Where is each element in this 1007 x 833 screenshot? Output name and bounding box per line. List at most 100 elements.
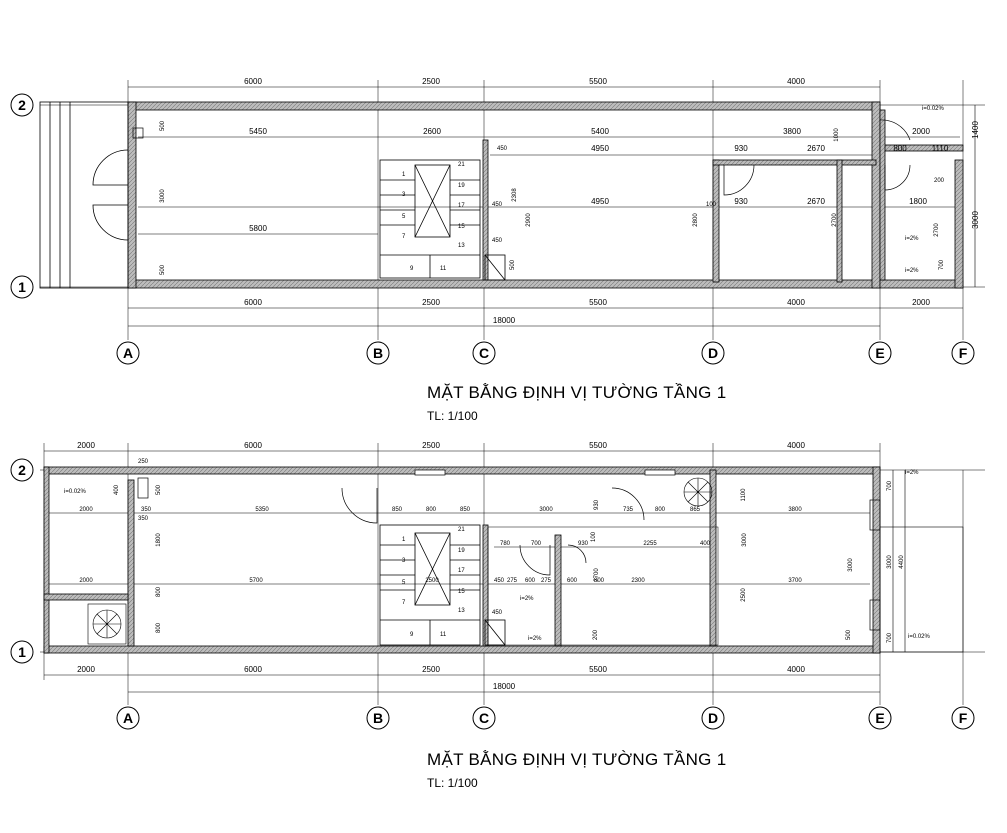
axis-label-f: F xyxy=(959,345,968,361)
dim-text: 700 xyxy=(887,480,893,491)
dim-text: 5800 xyxy=(249,224,267,233)
dim-text: 4000 xyxy=(787,441,805,450)
dim-text: 2308 xyxy=(512,188,518,202)
dim-text: 3000 xyxy=(539,507,553,513)
dim-text: 250 xyxy=(138,459,149,465)
dim-text: 2700 xyxy=(934,223,940,237)
plan2-stair xyxy=(379,524,719,646)
plan-1-scale: TL: 1/100 xyxy=(427,409,478,423)
dim-text: 3000 xyxy=(742,533,748,547)
stair-number: 19 xyxy=(458,548,465,554)
dim-text: 1400 xyxy=(971,121,980,139)
slope-label: i=2% xyxy=(528,636,542,642)
axis-label-e: E xyxy=(875,345,884,361)
dim-text: 3000 xyxy=(848,558,854,572)
stair-number: 1 xyxy=(402,172,406,178)
plan-2: A B C D E F 2 1 2000 6000 2500 5500 4000… xyxy=(10,441,985,730)
dim-text: 930 xyxy=(578,541,589,547)
dim-text: 2670 xyxy=(807,197,825,206)
dim-text: 2900 xyxy=(526,213,532,227)
dim-text: 4950 xyxy=(591,144,609,153)
stair-number: 13 xyxy=(458,243,465,249)
dim-text: 735 xyxy=(623,507,634,513)
plan1-dimension-lines xyxy=(128,86,976,327)
stair-number: 7 xyxy=(402,234,406,240)
plan2-terrace xyxy=(879,526,964,653)
stair-number: 11 xyxy=(440,266,447,272)
dim-text: 2000 xyxy=(77,665,95,674)
plan1-porch xyxy=(39,101,129,289)
dim-text: 4000 xyxy=(787,665,805,674)
dim-text: 2300 xyxy=(631,578,645,584)
axis-label-1: 1 xyxy=(18,644,26,660)
dim-text: 2700 xyxy=(594,568,600,582)
dim-text: 800 xyxy=(156,622,162,633)
plan1-grid-lines xyxy=(40,80,985,340)
dim-text: 6000 xyxy=(244,665,262,674)
slope-label: i=0.02% xyxy=(908,634,931,640)
dim-text: 2500 xyxy=(741,588,747,602)
dim-text: 275 xyxy=(541,578,552,584)
stair-number: 15 xyxy=(458,224,465,230)
dim-text: 450 xyxy=(492,610,503,616)
dim-text: 3000 xyxy=(887,555,893,569)
axis-label-f: F xyxy=(959,710,968,726)
dim-text: 800 xyxy=(655,507,666,513)
dim-text: 2000 xyxy=(79,507,93,513)
stair-number: 9 xyxy=(410,266,414,272)
plan1-doors xyxy=(132,119,911,196)
plan1-walls xyxy=(127,101,964,289)
dim-text: 3800 xyxy=(788,507,802,513)
dim-text: 600 xyxy=(567,578,578,584)
axis-label-b: B xyxy=(373,710,383,726)
stair-number: 13 xyxy=(458,608,465,614)
plan2-dimension-lines xyxy=(44,450,906,693)
dim-text: 5500 xyxy=(589,77,607,86)
stair-number: 19 xyxy=(458,183,465,189)
plan2-grid-labels: A B C D E F 2 1 xyxy=(18,462,968,726)
dim-text: 2000 xyxy=(912,298,930,307)
stair-number: 7 xyxy=(402,600,406,606)
slope-label: i=2% xyxy=(905,470,919,476)
stair-number: 11 xyxy=(440,632,447,638)
plan2-doors xyxy=(137,469,881,631)
dim-text: 3000 xyxy=(971,211,980,229)
stair-number: 3 xyxy=(402,192,406,198)
dim-text: 2800 xyxy=(693,213,699,227)
stair-number: 17 xyxy=(458,568,465,574)
dim-text: 5500 xyxy=(589,441,607,450)
dim-text: 930 xyxy=(594,499,600,510)
dim-text: 930 xyxy=(734,197,748,206)
dim-text: 700 xyxy=(887,632,893,643)
dim-text: 5500 xyxy=(589,665,607,674)
axis-label-2: 2 xyxy=(18,97,26,113)
plan-2-title: MẶT BẰNG ĐỊNH VỊ TƯỜNG TẦNG 1 xyxy=(427,750,727,769)
dim-text: 4000 xyxy=(787,298,805,307)
dim-text: 800 xyxy=(893,144,907,153)
dim-text: 450 xyxy=(497,146,508,152)
dim-text: 2255 xyxy=(643,541,657,547)
axis-label-c: C xyxy=(479,345,489,361)
dim-total: 18000 xyxy=(493,682,516,691)
dim-text: 6000 xyxy=(244,77,262,86)
dim-text: 4400 xyxy=(899,555,905,569)
dim-text: 6000 xyxy=(244,441,262,450)
axis-label-a: A xyxy=(123,345,133,361)
dim-text: 350 xyxy=(141,507,152,513)
dim-text: 2000 xyxy=(912,127,930,136)
stair-number: 21 xyxy=(458,162,465,168)
plan1-stair xyxy=(379,159,506,281)
plan-2-scale: TL: 1/100 xyxy=(427,776,478,790)
dim-text: 700 xyxy=(939,259,945,270)
dim-text: 2500 xyxy=(425,578,439,584)
dim-text: 2670 xyxy=(807,144,825,153)
dim-text: 2000 xyxy=(77,441,95,450)
dim-text: 400 xyxy=(114,484,120,495)
plan2-dimension-texts: 2000 6000 2500 5500 4000 2000 6000 2500 … xyxy=(64,441,931,691)
stair-number: 15 xyxy=(458,589,465,595)
dim-text: 2500 xyxy=(422,441,440,450)
plan-1: A B C D E F 2 1 6000 2500 5500 4000 6000… xyxy=(10,77,985,365)
dim-text: 780 xyxy=(500,541,511,547)
dim-text: 500 xyxy=(160,264,166,275)
